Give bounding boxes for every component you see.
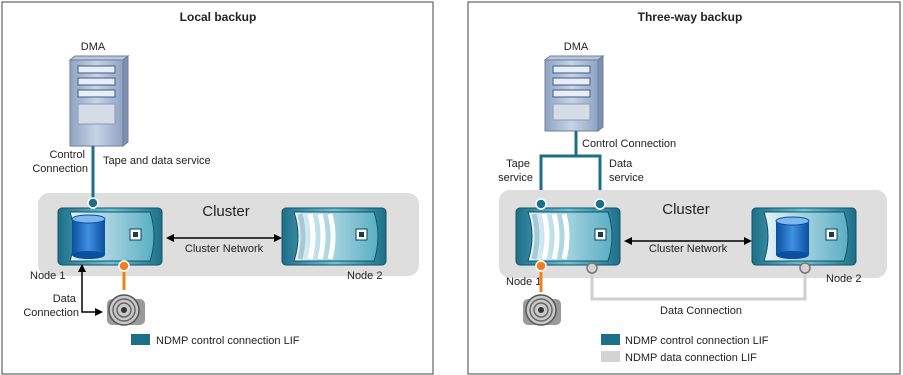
dma-label-local: DMA <box>81 41 106 53</box>
node1-threeway: Node 1 <box>506 198 621 288</box>
cluster-label-local: Cluster <box>202 203 250 220</box>
data-connection-label-threeway: Data Connection <box>660 305 742 317</box>
cluster-label-threeway: Cluster <box>662 201 710 218</box>
cluster-network-label-local: Cluster Network <box>185 243 264 255</box>
node2-local: Node 2 <box>281 207 387 282</box>
data-lif-marker-node2 <box>799 262 811 274</box>
legend-control-swatch-local <box>131 334 150 345</box>
data-connection-arrow-local <box>81 270 97 313</box>
legend-data-swatch-threeway <box>601 351 620 362</box>
control-lif-marker-data <box>594 198 606 210</box>
tape-drive-icon <box>107 294 145 326</box>
node-chassis-icon <box>515 207 621 266</box>
disk-cylinder-icon <box>71 214 106 259</box>
data-lif-marker-node1 <box>586 262 598 274</box>
tape-data-service-label: Tape and data service <box>103 155 211 167</box>
control-connection-label-local: Control Connection <box>32 149 88 175</box>
dma-label-threeway: DMA <box>564 41 589 53</box>
double-arrow-icon <box>624 237 752 245</box>
dma-server-threeway: DMA <box>543 41 605 133</box>
legend-control-swatch-threeway <box>601 334 620 345</box>
tape-service-label: Tape service <box>498 158 533 184</box>
tape-lif-marker-threeway <box>535 260 547 272</box>
threeway-backup-title: Three-way backup <box>638 10 743 24</box>
legend-control-label-local: NDMP control connection LIF <box>156 335 300 347</box>
local-backup-title: Local backup <box>180 10 257 24</box>
node1-label-local: Node 1 <box>30 270 65 282</box>
control-connection-lines-threeway <box>539 131 602 204</box>
arrowhead-up-local <box>78 264 86 272</box>
data-lif-marker-local <box>118 260 130 272</box>
node2-label-local: Node 2 <box>347 270 382 282</box>
legend-control-label-threeway: NDMP control connection LIF <box>625 335 769 347</box>
cluster-network-label-threeway: Cluster Network <box>649 243 728 255</box>
control-connection-label-threeway: Control Connection <box>582 138 676 150</box>
control-lif-marker-tape <box>535 198 547 210</box>
legend-data-label-threeway: NDMP data connection LIF <box>625 352 757 364</box>
node1-label-threeway: Node 1 <box>506 276 541 288</box>
node-chassis-icon <box>281 207 387 266</box>
node2-threeway: Node 2 <box>751 207 861 285</box>
node2-label-threeway: Node 2 <box>826 273 861 285</box>
double-arrow-icon <box>166 234 282 242</box>
threeway-backup-panel: Three-way backup DMA Control Connection … <box>467 1 901 375</box>
dma-server-local: DMA <box>68 41 130 148</box>
data-connection-label-local: Data Connection <box>23 293 79 319</box>
arrowhead-right-local <box>95 308 103 316</box>
local-backup-panel: Local backup DMA Cluster Control Connect… <box>1 1 434 375</box>
node1-local: Node 1 <box>30 197 163 282</box>
disk-cylinder-icon <box>775 216 810 259</box>
control-lif-marker-local <box>87 197 99 209</box>
tape-drive-icon <box>523 294 561 326</box>
data-connection-line-threeway <box>590 268 807 301</box>
server-icon <box>68 54 130 148</box>
data-service-label: Data service <box>609 158 644 184</box>
server-icon <box>543 54 605 133</box>
